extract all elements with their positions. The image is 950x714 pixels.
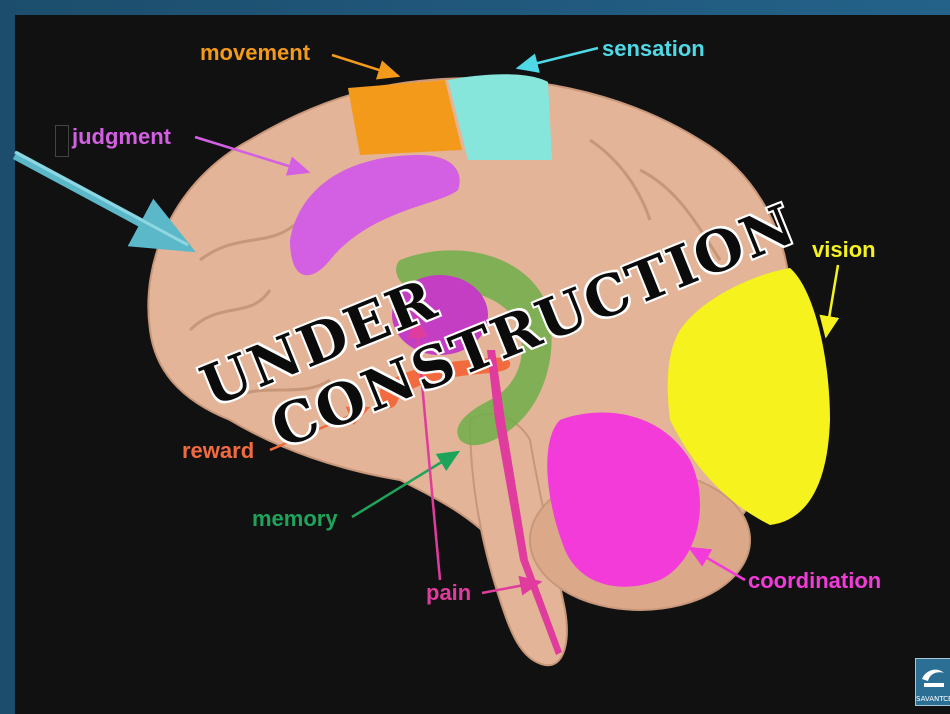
label-sensation: sensation [602, 36, 705, 62]
logo-text: SAVANTCE [916, 695, 950, 703]
logo-swoosh-icon [916, 661, 950, 693]
label-coordination: coordination [748, 568, 881, 594]
label-movement: movement [200, 40, 310, 66]
pointer-arrow [15, 155, 188, 248]
label-vision: vision [812, 237, 876, 263]
label-pain: pain [426, 580, 471, 606]
arrow-vision [826, 265, 838, 336]
arrow-sensation [518, 48, 598, 68]
judgment-marker [55, 125, 69, 157]
region-movement [348, 80, 462, 155]
pointer-arrow-shadow [15, 152, 188, 245]
label-judgment: judgment [72, 124, 171, 150]
arrow-movement [332, 55, 398, 76]
savantce-logo: SAVANTCE [915, 658, 950, 706]
